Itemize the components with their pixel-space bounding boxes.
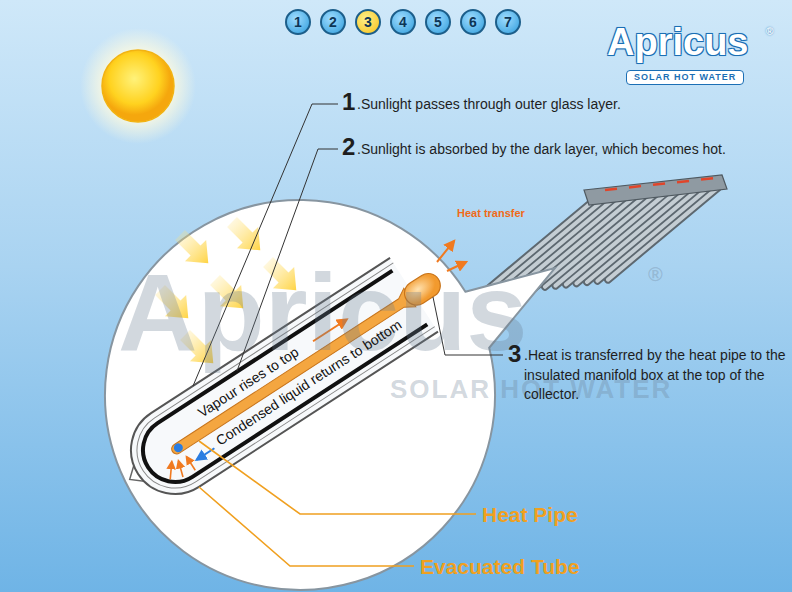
step-number: 7 bbox=[504, 14, 512, 30]
step-circle: 2 bbox=[320, 9, 346, 35]
manifold-heat-mark bbox=[701, 178, 713, 179]
heat-transfer-label: Heat transfer bbox=[457, 207, 525, 220]
sun-glow bbox=[80, 28, 196, 144]
callout-text: .Heat is transferred by the heat pipe to… bbox=[524, 346, 786, 405]
step-circle: 4 bbox=[390, 9, 416, 35]
step-number: 1 bbox=[294, 14, 302, 30]
callout-number: 2 bbox=[342, 133, 355, 162]
liquid-drop bbox=[172, 442, 184, 454]
callout-text: .Sunlight is absorbed by the dark layer,… bbox=[357, 141, 726, 158]
watermark: ® bbox=[648, 262, 663, 286]
step-number: 2 bbox=[329, 14, 337, 30]
step-number: 4 bbox=[399, 14, 407, 30]
logo-tagline: SOLAR HOT WATER bbox=[626, 70, 744, 85]
step-circle: 7 bbox=[495, 9, 521, 35]
step-circle: 1 bbox=[285, 9, 311, 35]
logo-registered: ® bbox=[766, 26, 773, 38]
part-label: Evacuated Tube bbox=[420, 554, 580, 579]
step-circle: 6 bbox=[460, 9, 486, 35]
step-number: 3 bbox=[364, 14, 372, 30]
step-circle: 5 bbox=[425, 9, 451, 35]
step-number: 5 bbox=[434, 14, 442, 30]
callout-number: 3 bbox=[508, 340, 521, 369]
manifold-heat-mark bbox=[677, 181, 689, 182]
callout-number: 1 bbox=[342, 88, 355, 117]
heat-in-arrow bbox=[163, 462, 180, 480]
callout-text: .Sunlight passes through outer glass lay… bbox=[357, 96, 621, 113]
heat-in-arrow bbox=[174, 461, 187, 477]
watermark: Apricus bbox=[118, 246, 528, 378]
manifold-heat-mark bbox=[629, 186, 641, 187]
manifold-box bbox=[584, 175, 727, 205]
heat-in-arrow bbox=[187, 457, 196, 470]
logo-text: Apricus bbox=[607, 20, 748, 66]
step-number: 6 bbox=[469, 14, 477, 30]
manifold-heat-mark bbox=[653, 184, 665, 185]
leader-line bbox=[199, 487, 414, 566]
manifold-heat-mark bbox=[605, 189, 617, 190]
sun bbox=[102, 50, 174, 122]
leader-line bbox=[199, 441, 476, 514]
part-label: Heat Pipe bbox=[482, 502, 578, 527]
step-circle: 3 bbox=[355, 9, 381, 35]
